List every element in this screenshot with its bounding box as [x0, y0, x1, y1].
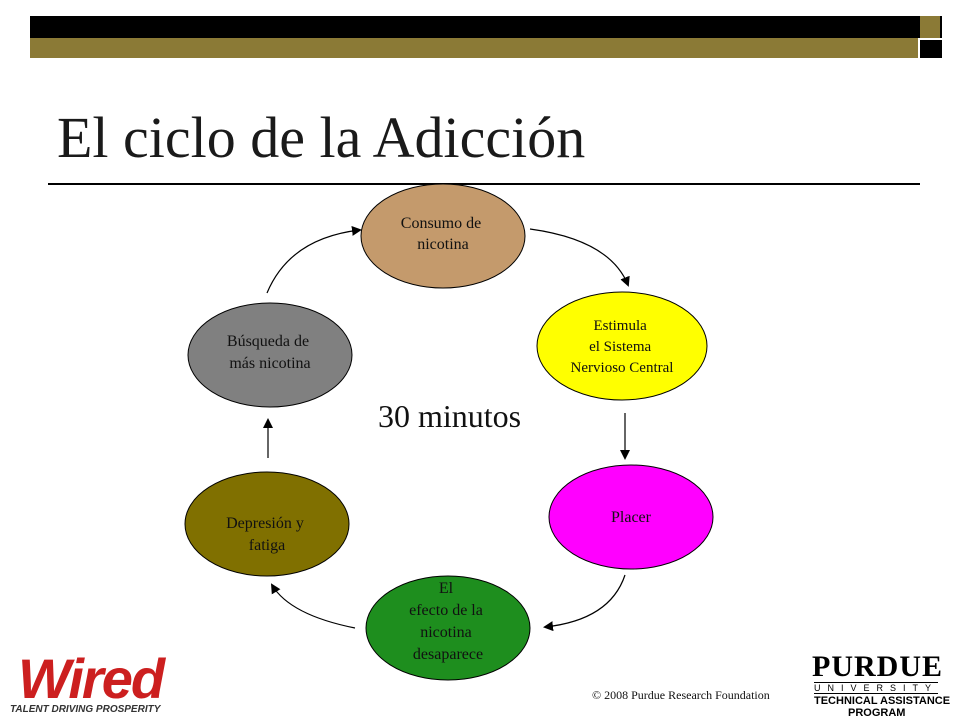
purdue-logo-program-line2: PROGRAM — [848, 707, 906, 719]
purdue-logo-university: UNIVERSITY — [814, 682, 939, 694]
node-estimula-label: Estimula el Sistema Nervioso Central — [571, 318, 674, 376]
cycle-duration-label: 30 minutos — [378, 398, 522, 434]
arrow-consumo-to-estimula — [529, 228, 630, 287]
node-placer-ellipse — [548, 464, 714, 570]
arrow-placer-to-efecto — [543, 574, 626, 632]
wired-logo-tagline: TALENT DRIVING PROSPERITY — [10, 704, 161, 715]
node-consumo-ellipse — [360, 183, 526, 289]
purdue-logo-name: PURDUE — [812, 650, 943, 683]
node-depresion-ellipse — [184, 471, 350, 577]
top-bar-gold-stripe — [30, 38, 918, 58]
title-underline — [48, 183, 920, 185]
node-estimula-ellipse — [536, 291, 708, 401]
node-busqueda-label: Búsqueda de más nicotina — [227, 333, 313, 372]
arrow-efecto-to-depresion — [270, 583, 356, 629]
node-efecto-label: El efecto de la nicotina desaparece — [409, 580, 487, 663]
node-busqueda-ellipse — [187, 302, 353, 408]
node-depresion-label: Depresión y fatiga — [226, 515, 308, 554]
top-bar-gold-square — [920, 16, 940, 38]
top-bar-black-square — [920, 40, 942, 58]
arrow-busqueda-to-consumo — [266, 225, 362, 294]
slide-title: El ciclo de la Adicción — [57, 105, 586, 170]
node-placer-label: Placer — [611, 509, 652, 526]
node-efecto-ellipse — [365, 575, 531, 681]
purdue-logo-program-line1: TECHNICAL ASSISTANCE — [814, 695, 951, 707]
copyright-notice: © 2008 Purdue Research Foundation — [592, 688, 770, 702]
wired-logo-wordmark: Wired — [18, 647, 165, 710]
wired-logo: Wired TALENT DRIVING PROSPERITY — [10, 647, 180, 718]
node-consumo-label: Consumo de nicotina — [401, 215, 485, 253]
purdue-logo: PURDUE UNIVERSITY TECHNICAL ASSISTANCE P… — [806, 648, 956, 720]
top-decorative-bar — [30, 16, 942, 58]
